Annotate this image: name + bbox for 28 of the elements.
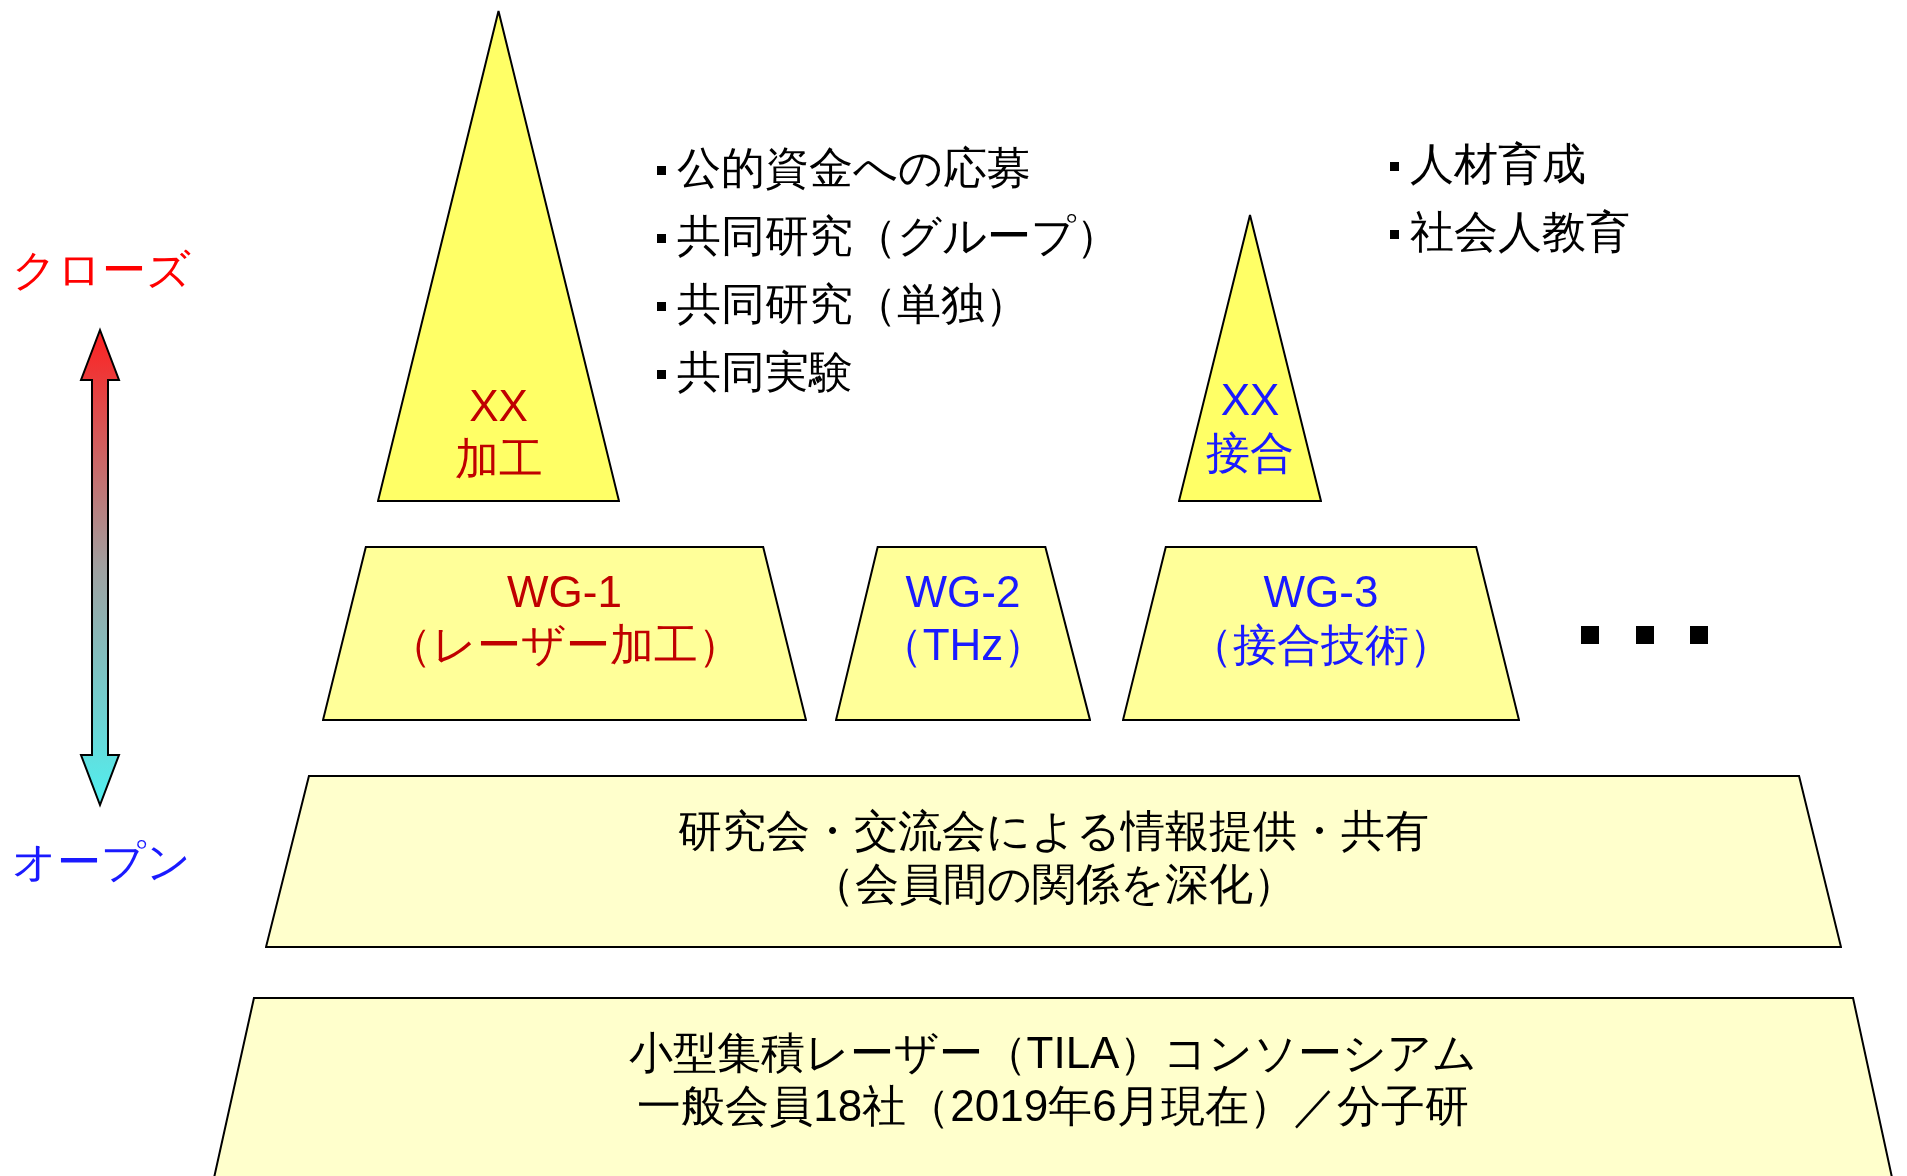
- node-label: WG-1: [507, 566, 622, 618]
- node-label: XX: [1220, 374, 1280, 426]
- list-item: 共同実験: [677, 346, 853, 398]
- triangle-shape: [377, 10, 620, 502]
- node-label: XX: [469, 380, 528, 432]
- node-label: （THz）: [878, 618, 1048, 671]
- node-label: 小型集積レーザー（TILA）コンソーシアム: [628, 1027, 1478, 1079]
- node-label: WG-3: [1263, 566, 1379, 618]
- list-item: 共同研究（グループ）: [677, 210, 1120, 262]
- node-label: （レーザー加工）: [387, 618, 742, 671]
- node-label: 接合: [1206, 426, 1294, 479]
- trapezoid-shape: [322, 546, 807, 721]
- node-label: （接合技術）: [1189, 618, 1453, 671]
- node-label: WG-2: [905, 566, 1021, 618]
- direction-label: オープン: [12, 836, 191, 888]
- list-item: 社会人教育: [1410, 206, 1630, 258]
- node-label: 一般会員18社（2019年6月現在）／分子研: [637, 1079, 1469, 1132]
- direction-label: クローズ: [12, 244, 191, 296]
- node-label: （会員間の関係を深化）: [810, 857, 1297, 910]
- trapezoid-shape: [835, 546, 1091, 721]
- node-label: 加工: [454, 432, 543, 485]
- list-item: 人材育成: [1410, 138, 1586, 190]
- list-item: 共同研究（単独）: [677, 278, 1029, 330]
- node-label: 研究会・交流会による情報提供・共有: [678, 805, 1429, 857]
- trapezoid-band: [265, 775, 1842, 948]
- list-item: 公的資金への応募: [677, 142, 1031, 194]
- triangle-shape: [1178, 214, 1322, 502]
- trapezoid-shape: [1122, 546, 1520, 721]
